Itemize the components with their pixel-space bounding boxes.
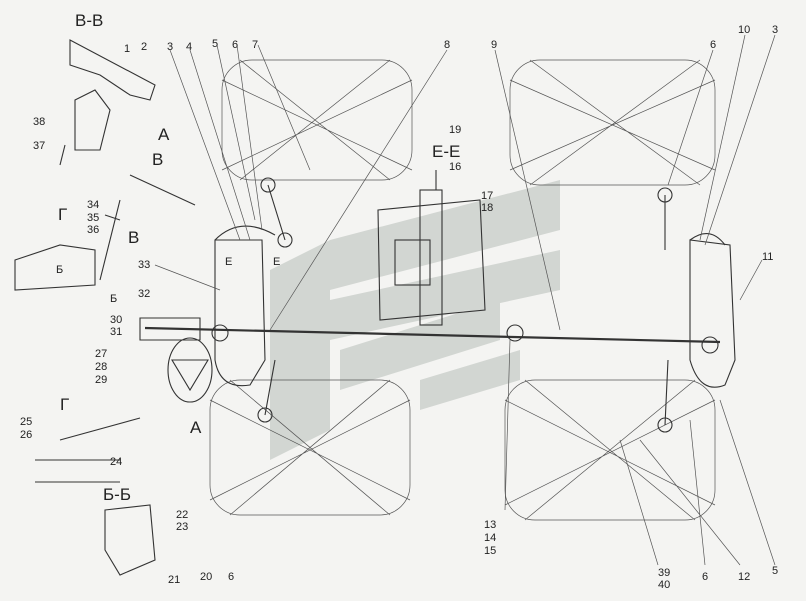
view-v: В — [152, 150, 163, 169]
part-label: 33 — [138, 259, 150, 271]
part-label: 6 — [228, 571, 234, 583]
part-label: 7 — [252, 39, 258, 51]
part-label: 31 — [110, 326, 122, 338]
view-e1: Е — [225, 256, 232, 268]
part-label: 39 — [658, 567, 670, 579]
part-label: 37 — [33, 140, 45, 152]
part-label: 3 — [772, 24, 778, 36]
part-label: 40 — [658, 579, 670, 591]
part-label: 23 — [176, 521, 188, 533]
part-label: 12 — [738, 571, 750, 583]
part-label: 38 — [33, 116, 45, 128]
part-label: 19 — [449, 124, 461, 136]
part-label: 9 — [491, 39, 497, 51]
part-label: 6 — [702, 571, 708, 583]
view-a2: А — [190, 418, 202, 437]
part-label: 36 — [87, 224, 99, 236]
part-label: 3 — [167, 41, 173, 53]
part-label: 5 — [772, 565, 778, 577]
wheels — [209, 59, 716, 521]
part-label: 24 — [110, 456, 122, 468]
part-label: 34 — [87, 199, 99, 211]
leader-lines — [154, 34, 776, 566]
view-g: Г — [58, 205, 67, 224]
part-label: 30 — [110, 314, 122, 326]
watermark-logo — [270, 180, 560, 460]
part-label: 22 — [176, 509, 188, 521]
part-label: 32 — [138, 288, 150, 300]
part-label: 28 — [95, 361, 107, 373]
part-labels: 1 2 38 37 34 35 36 32 33 3 4 5 6 7 8 9 1… — [20, 24, 778, 591]
part-label: 8 — [444, 39, 450, 51]
part-label: 29 — [95, 374, 107, 386]
part-label: 6 — [710, 39, 716, 51]
steering-linkage — [139, 177, 736, 433]
part-label: 18 — [481, 202, 493, 214]
part-label: 15 — [484, 545, 496, 557]
part-label: 5 — [212, 38, 218, 50]
part-label: 35 — [87, 212, 99, 224]
part-label: 10 — [738, 24, 750, 36]
part-label: 2 — [141, 41, 147, 53]
section-title-ee: Е-Е — [432, 142, 460, 161]
insets — [14, 39, 196, 576]
part-label: 6 — [232, 39, 238, 51]
part-label: 21 — [168, 574, 180, 586]
part-label: 20 — [200, 571, 212, 583]
part-label: 17 — [481, 190, 493, 202]
view-v2: В — [128, 228, 139, 247]
part-label: 14 — [484, 532, 496, 544]
view-b2: Б — [110, 293, 117, 305]
part-label: 27 — [95, 348, 107, 360]
view-b1: Б — [56, 264, 63, 276]
view-g2: Г — [60, 395, 69, 414]
view-e2: Е — [273, 256, 280, 268]
part-label: 11 — [762, 251, 773, 263]
part-label: 4 — [186, 41, 192, 53]
section-ee — [377, 170, 486, 326]
section-title-bb: Б-Б — [103, 485, 131, 504]
view-a: А — [158, 125, 170, 144]
part-label: 16 — [449, 161, 461, 173]
part-label: 26 — [20, 429, 32, 441]
part-label: 1 — [124, 43, 130, 55]
section-title-vv: В-В — [75, 11, 103, 30]
part-label: 25 — [20, 416, 32, 428]
part-label: 13 — [484, 519, 496, 531]
